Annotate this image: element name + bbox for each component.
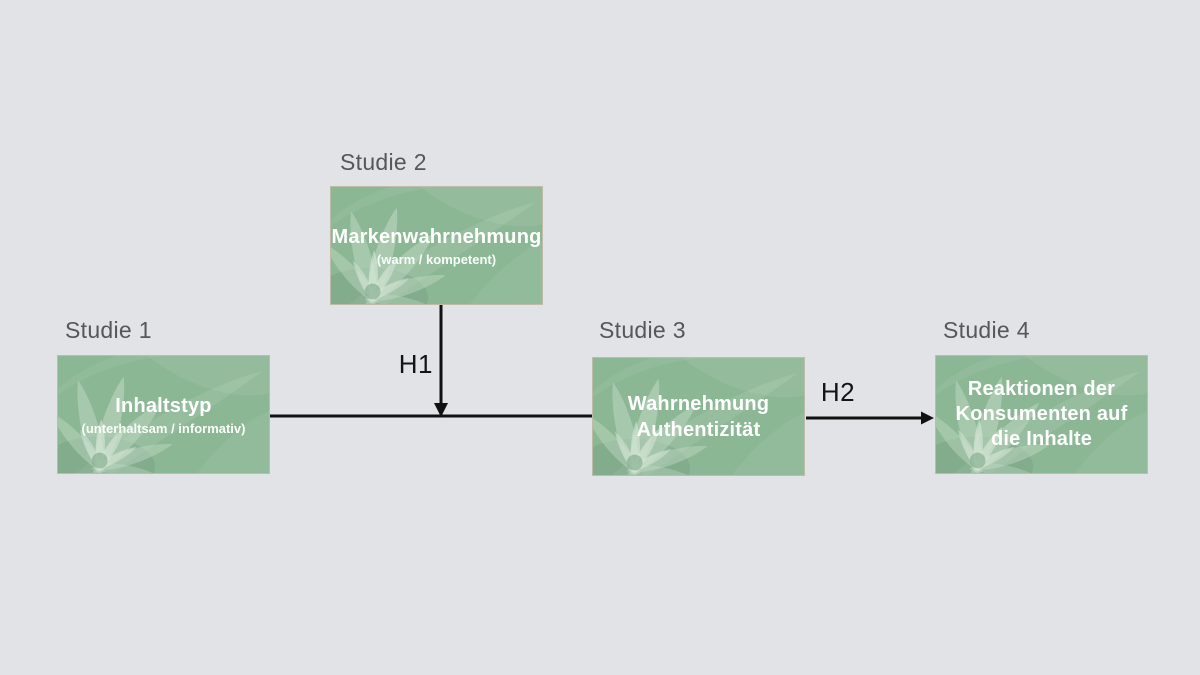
study4-label: Studie 4	[943, 317, 1030, 343]
study1-title: Inhaltstyp	[115, 394, 212, 417]
study2-box: Markenwahrnehmung (warm / kompetent)	[330, 186, 543, 305]
study4-title: Reaktionen der Konsumenten auf die Inhal…	[955, 378, 1128, 450]
study4-box: Reaktionen der Konsumenten auf die Inhal…	[935, 355, 1148, 474]
study1-label: Studie 1	[65, 317, 152, 343]
study2-label: Studie 2	[340, 149, 427, 175]
arrow-h2-head-icon	[921, 411, 934, 425]
study1-subtitle: (unterhaltsam / informativ)	[81, 420, 246, 436]
arrow-h1-head-icon	[434, 403, 448, 417]
hypothesis-h2-label: H2	[820, 377, 856, 407]
hypothesis-h1-label: H1	[398, 349, 433, 379]
study2-subtitle: (warm / kompetent)	[376, 251, 497, 267]
study2-title: Markenwahrnehmung	[331, 225, 542, 248]
study3-box: Wahrnehmung Authentizität	[592, 357, 805, 476]
study1-box: Inhaltstyp (unterhaltsam / informativ)	[57, 355, 270, 474]
study3-label: Studie 3	[599, 317, 686, 343]
study3-title: Wahrnehmung Authentizität	[627, 392, 770, 441]
